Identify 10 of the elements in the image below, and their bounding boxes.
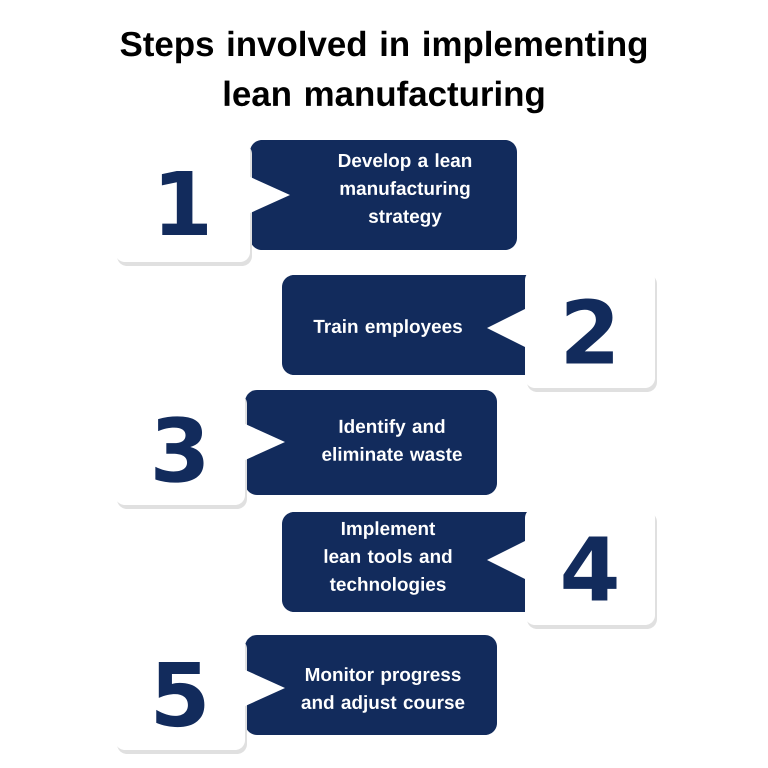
step-box: Identify and eliminate waste	[245, 390, 497, 495]
step-box: Develop a lean manufacturing strategy	[250, 140, 517, 250]
number-card: 5	[115, 635, 285, 754]
title: Steps involved in implementing lean manufacturing	[120, 30, 646, 114]
number-card: 1	[115, 140, 290, 266]
number-card: 3	[115, 390, 285, 509]
number-card: 2	[487, 270, 657, 392]
number-card: 4	[487, 508, 657, 629]
step-box: Monitor progress and adjust course	[245, 635, 497, 735]
step-box: Implement lean tools and technologies	[282, 512, 540, 612]
